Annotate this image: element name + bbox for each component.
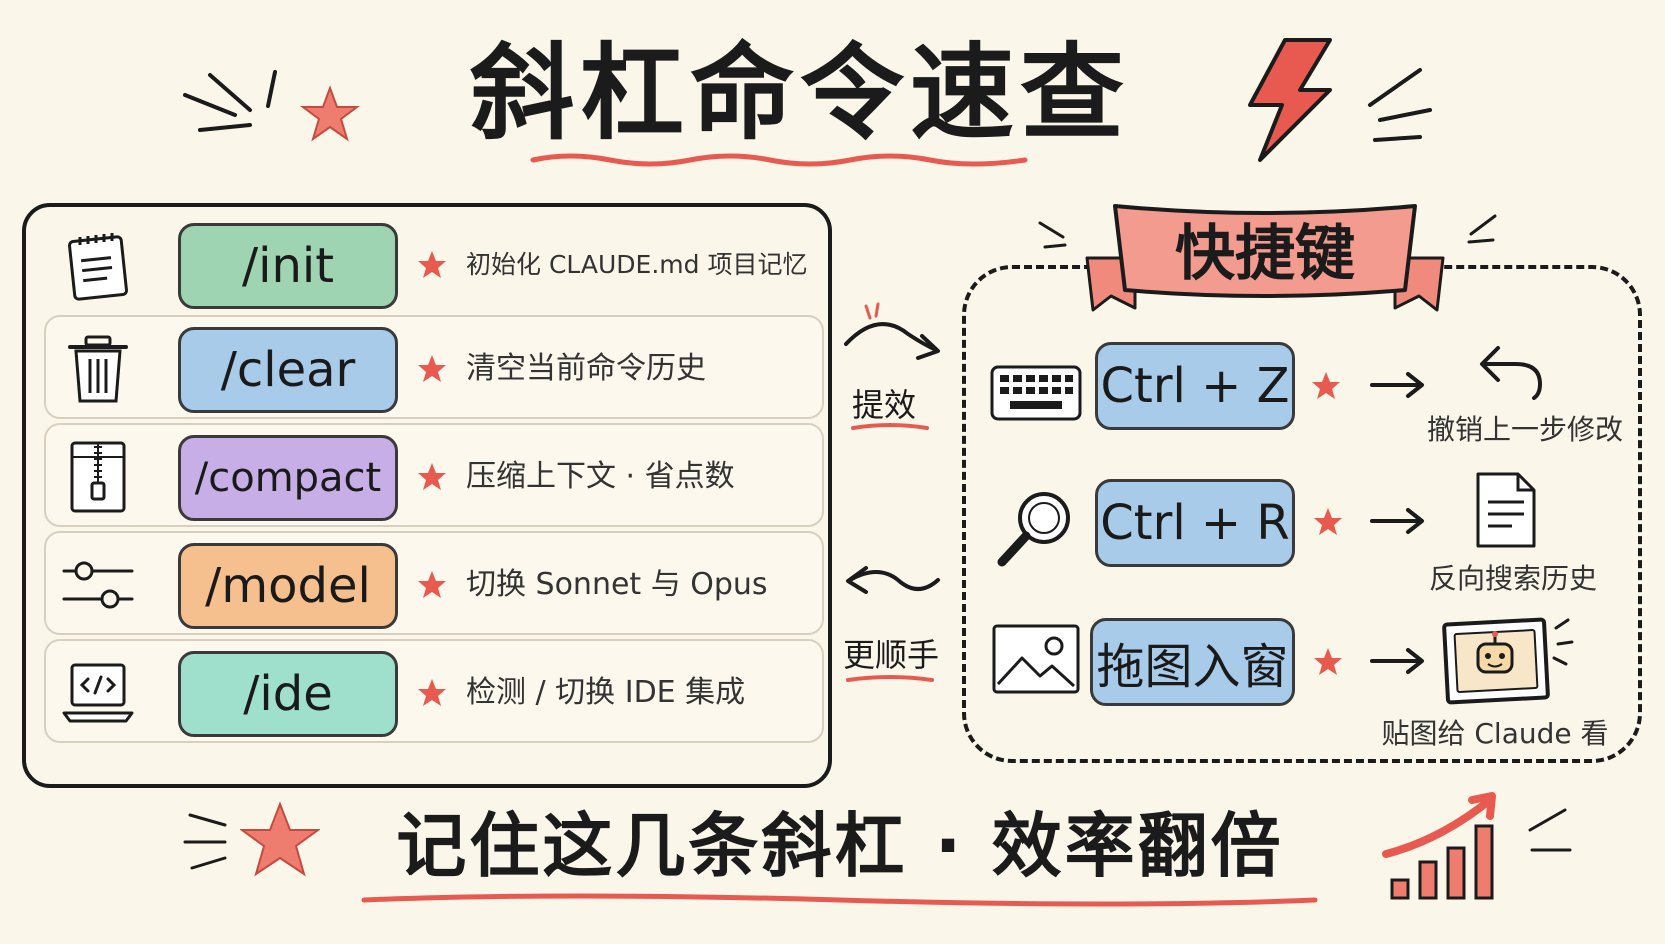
footer-slogan: 记住这几条斜杠 · 效率翻倍 xyxy=(396,804,1284,887)
trash-icon xyxy=(68,335,128,403)
command-row[interactable]: /init 初始化 CLAUDE.md 项目记忆 xyxy=(44,211,824,315)
command-row[interactable]: /ide 检测 / 切换 IDE 集成 xyxy=(44,639,824,743)
command-description: 清空当前命令历史 xyxy=(466,351,706,386)
efficiency-label: 提效 xyxy=(852,386,917,424)
zip-file-icon xyxy=(70,441,126,513)
command-description: 切换 Sonnet 与 Opus xyxy=(466,567,768,602)
shortcut-key-pill[interactable]: Ctrl + R xyxy=(1095,479,1295,567)
burst-lines-icon xyxy=(1467,214,1497,244)
shortcut-result-label: 撤销上一步修改 xyxy=(1426,413,1623,446)
shortcut-result-label: 反向搜索历史 xyxy=(1428,562,1597,595)
command-row[interactable]: /model 切换 Sonnet 与 Opus xyxy=(44,531,824,635)
command-pill[interactable]: /ide xyxy=(178,651,398,737)
burst-lines-icon xyxy=(1038,221,1067,249)
command-description: 压缩上下文 · 省点数 xyxy=(466,459,735,494)
keyboard-icon xyxy=(990,365,1082,421)
burst-lines-icon xyxy=(183,70,277,132)
command-pill[interactable]: /model xyxy=(178,543,398,629)
star-icon xyxy=(418,355,446,382)
star-icon xyxy=(300,85,360,142)
smoother-label: 更顺手 xyxy=(843,636,940,674)
arrow-right-icon xyxy=(1370,372,1424,398)
ribbon-banner xyxy=(1085,204,1445,312)
growth-chart-icon xyxy=(1382,792,1496,900)
star-icon xyxy=(1314,508,1342,535)
shortcut-key-pill[interactable]: 拖图入窗 xyxy=(1090,618,1295,706)
sliders-icon xyxy=(62,561,134,609)
page-title: 斜杠命令速查 xyxy=(469,31,1130,154)
star-icon xyxy=(240,801,320,877)
undo-arrow-icon xyxy=(1480,346,1543,400)
burst-lines-icon xyxy=(183,813,227,870)
shortcut-banner-title: 快捷键 xyxy=(1175,218,1355,289)
curved-arrow-left-icon xyxy=(846,566,940,594)
star-icon xyxy=(418,571,446,598)
command-list-card: /init 初始化 CLAUDE.md 项目记忆 /clear 清空当前命令历史… xyxy=(22,203,832,788)
star-icon xyxy=(418,251,446,278)
document-icon xyxy=(1476,472,1536,548)
lightning-icon xyxy=(1248,38,1332,162)
burst-lines-icon xyxy=(1528,808,1572,852)
arrow-right-icon xyxy=(1370,508,1424,534)
burst-lines-icon xyxy=(1368,68,1432,142)
star-icon xyxy=(418,463,446,490)
image-icon xyxy=(992,624,1080,694)
command-pill[interactable]: /init xyxy=(178,223,398,309)
star-icon xyxy=(1314,648,1342,675)
command-row[interactable]: /compact 压缩上下文 · 省点数 xyxy=(44,423,824,527)
magnifier-icon xyxy=(997,492,1070,567)
command-pill[interactable]: /clear xyxy=(178,327,398,413)
arrow-right-icon xyxy=(1370,648,1424,674)
command-pill[interactable]: /compact xyxy=(178,435,398,521)
notepad-icon xyxy=(68,233,128,301)
star-icon xyxy=(1312,372,1340,399)
star-icon xyxy=(418,679,446,706)
label-underline xyxy=(851,423,929,430)
shortcut-result-label: 贴图给 Claude 看 xyxy=(1381,717,1609,750)
footer-underline xyxy=(361,893,1318,907)
curved-arrow-right-icon xyxy=(844,302,940,360)
shortcut-key-pill[interactable]: Ctrl + Z xyxy=(1095,342,1295,430)
laptop-code-icon xyxy=(62,663,134,723)
command-description: 检测 / 切换 IDE 集成 xyxy=(466,675,746,710)
command-description: 初始化 CLAUDE.md 项目记忆 xyxy=(466,250,808,279)
command-row[interactable]: /clear 清空当前命令历史 xyxy=(44,315,824,419)
robot-frame-icon xyxy=(1442,617,1574,705)
label-underline xyxy=(846,675,934,682)
title-underline xyxy=(530,153,1028,167)
